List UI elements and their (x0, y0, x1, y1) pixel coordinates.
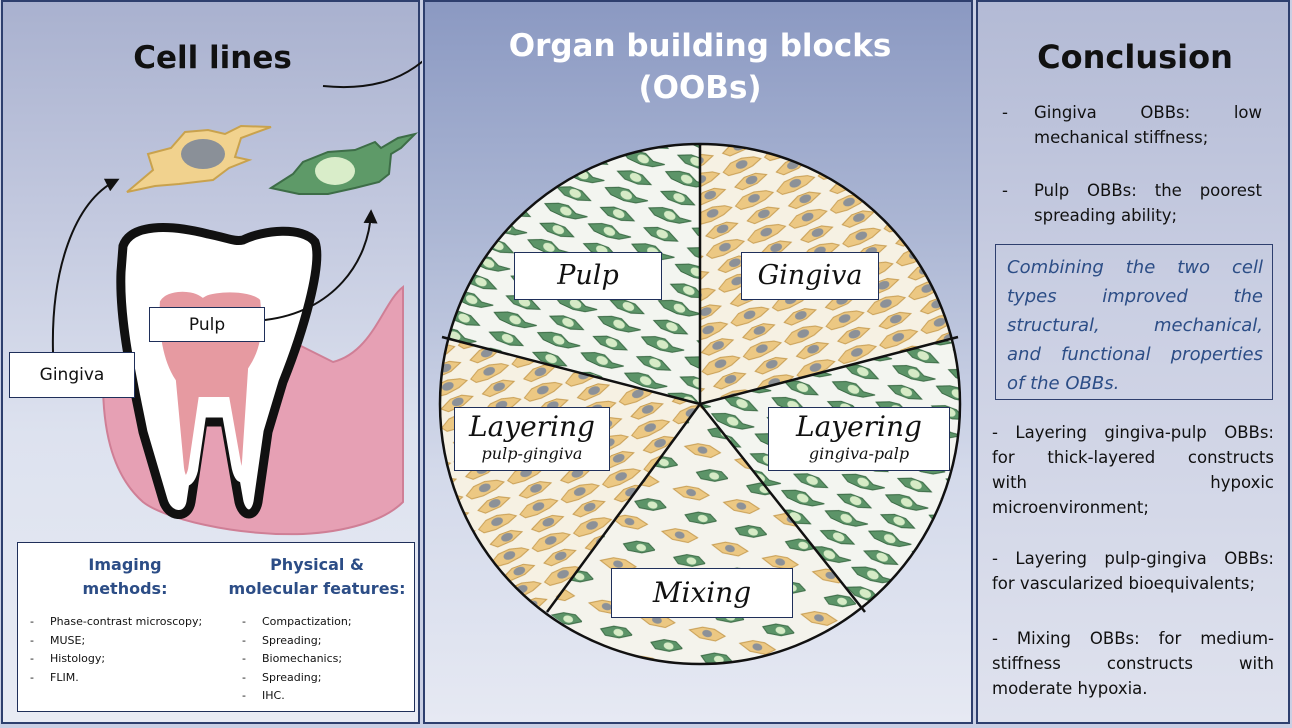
list-item: Phase-contrast microscopy; (30, 613, 202, 632)
layering-gingiva-pulp-label: Layering gingiva-palp (768, 407, 950, 471)
imaging-heading: Imaging methods: (70, 553, 180, 601)
dash-marker: - (1002, 181, 1008, 200)
gingiva-cell-icon (126, 124, 272, 193)
oob-panel: Organ building blocks (OOBs) (423, 0, 973, 724)
list-item: Histology; (30, 650, 202, 669)
imaging-list: Phase-contrast microscopy; MUSE; Histolo… (30, 613, 202, 687)
oob-title: Organ building blocks (OOBs) (425, 26, 975, 110)
layering-pg-title: Layering (469, 410, 595, 443)
conclusion-item-3-line4: microenvironment; (992, 498, 1149, 517)
conclusion-item-1-line1: Gingiva OBBs: low (1034, 103, 1262, 122)
oob-title-line1: Organ building blocks (508, 28, 892, 64)
list-item: Compactization; (242, 613, 352, 632)
layering-gingiva-pulp-segment (700, 337, 960, 612)
combining-callout: Combining the two cell types improved th… (995, 244, 1273, 400)
callout-line: structural, mechanical, (1007, 315, 1263, 336)
gingiva-label: Gingiva (9, 352, 135, 398)
conclusion-item-3-line3: with hypoxic (992, 473, 1274, 492)
cell-lines-panel: Cell lines Pulp Gingiva Imaging (1, 0, 422, 724)
callout-line: Combining the two cell (1007, 257, 1263, 278)
conclusion-item-2: Pulp OBBs: the poorest spreading ability… (1034, 178, 1262, 228)
conclusion-item-5-line2: stiffness constructs with (992, 654, 1274, 673)
cell-lines-title: Cell lines (133, 40, 292, 76)
callout-line: of the OBBs. (1007, 373, 1120, 394)
conclusion-item-1-line2: mechanical stiffness; (1034, 128, 1209, 147)
conclusion-item-1: Gingiva OBBs: low mechanical stiffness; (1034, 100, 1262, 150)
list-item: IHC. (242, 687, 352, 706)
list-item: MUSE; (30, 632, 202, 651)
conclusion-item-5: - Mixing OBBs: for medium- stiffness con… (992, 626, 1274, 701)
imaging-heading-line1: Imaging (88, 555, 162, 574)
features-list: Compactization; Spreading; Biomechanics;… (242, 613, 352, 706)
callout-line: types improved the (1007, 286, 1263, 307)
conclusion-item-2-line2: spreading ability; (1034, 206, 1178, 225)
layering-pg-subtitle: pulp-gingiva (481, 444, 583, 463)
layering-gp-title: Layering (796, 410, 922, 443)
callout-line: and functional properties (1007, 344, 1263, 365)
conclusion-item-2-line1: Pulp OBBs: the poorest (1034, 181, 1262, 200)
methods-box: Imaging methods: Physical & molecular fe… (17, 542, 415, 712)
conclusion-item-3: - Layering gingiva-pulp OBBs: for thick-… (992, 420, 1274, 520)
conclusion-item-5-line3: moderate hypoxia. (992, 679, 1148, 698)
pulp-arrow (264, 209, 378, 321)
mixing-segment-label: Mixing (611, 568, 793, 618)
pie-dividers (441, 144, 959, 613)
imaging-heading-line2: methods: (82, 579, 168, 598)
pulp-cell-icon (268, 132, 419, 195)
dash-marker: - (1002, 103, 1008, 122)
conclusion-item-4: - Layering pulp-gingiva OBBs: for vascul… (992, 546, 1274, 596)
conclusion-panel: Conclusion - Gingiva OBBs: low mechanica… (976, 0, 1290, 724)
layering-pulp-gingiva-segment (440, 337, 700, 612)
tooth-illustration (51, 60, 422, 536)
to-oob-arrow (322, 60, 422, 88)
pulp-segment-label: Pulp (514, 252, 662, 300)
layering-gp-subtitle: gingiva-palp (808, 444, 910, 463)
layering-pulp-gingiva-label: Layering pulp-gingiva (454, 407, 610, 471)
list-item: Spreading; (242, 669, 352, 688)
gingiva-segment-label: Gingiva (741, 252, 879, 300)
features-heading-line2: molecular features: (228, 579, 406, 598)
features-heading-line1: Physical & (270, 555, 364, 574)
conclusion-item-5-line1: - Mixing OBBs: for medium- (992, 629, 1274, 648)
conclusion-item-4-line1: - Layering pulp-gingiva OBBs: (992, 549, 1274, 568)
list-item: FLIM. (30, 669, 202, 688)
conclusion-item-3-line2: for thick-layered constructs (992, 448, 1274, 467)
conclusion-title: Conclusion (1037, 38, 1233, 76)
pulp-label: Pulp (149, 307, 265, 342)
list-item: Spreading; (242, 632, 352, 651)
conclusion-item-3-line1: - Layering gingiva-pulp OBBs: (992, 423, 1274, 442)
gingiva-arrow (51, 178, 120, 353)
list-item: Biomechanics; (242, 650, 352, 669)
oob-title-line2: (OOBs) (638, 69, 762, 106)
features-heading: Physical & molecular features: (224, 553, 410, 601)
conclusion-item-4-line2: for vascularized bioequivalents; (992, 574, 1256, 593)
